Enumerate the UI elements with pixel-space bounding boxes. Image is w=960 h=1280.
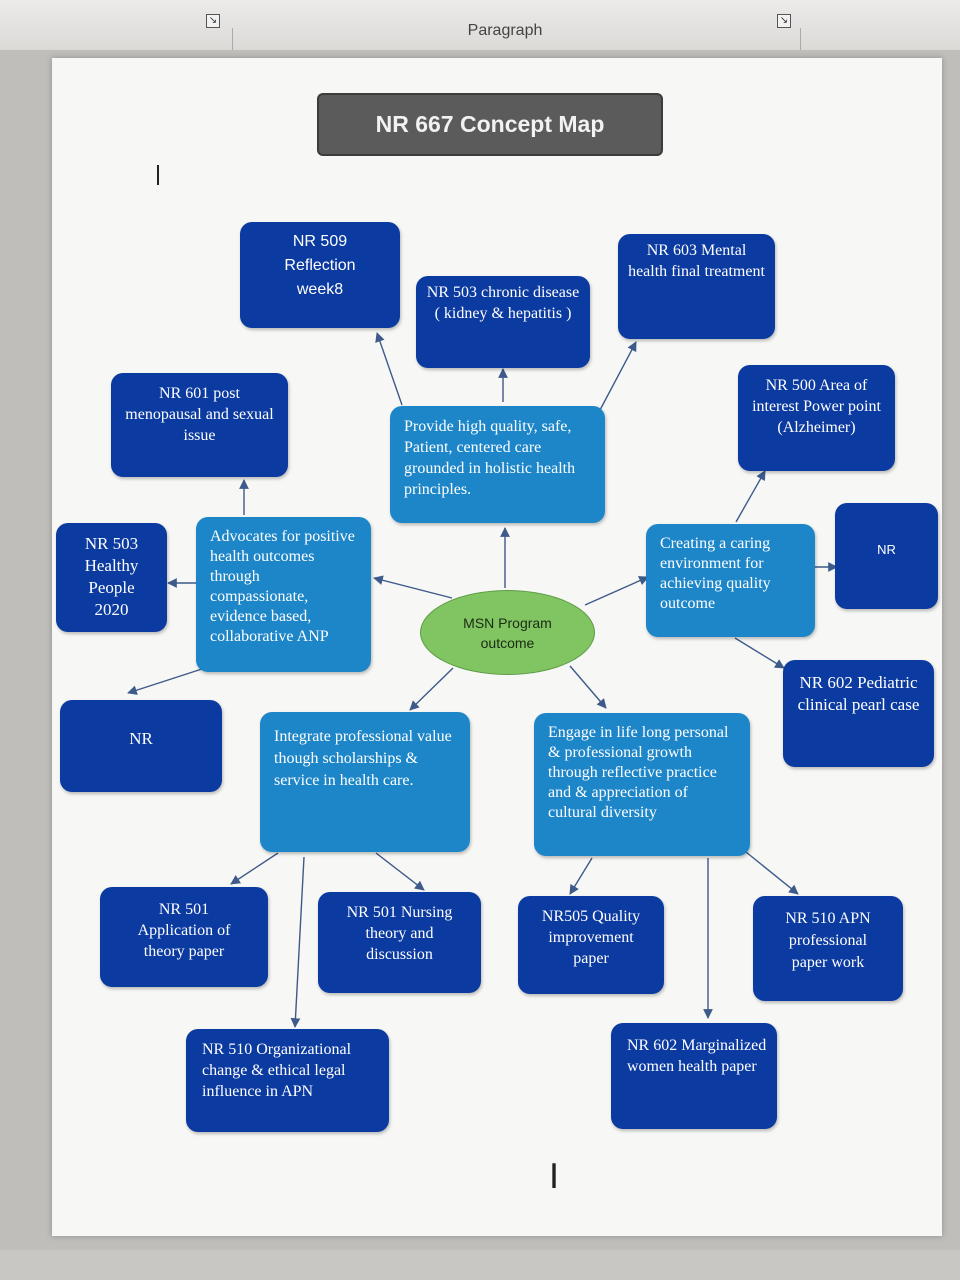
course-nr601: NR 601 post menopausal and sexual issue — [111, 373, 288, 477]
course-nr603-text: NR 603 Mental health final treatment — [628, 242, 765, 280]
outcome-advocates-text: Advocates for positive health outcomes t… — [210, 528, 355, 645]
outcome-quality-care: Provide high quality, safe, Patient, cen… — [390, 406, 605, 523]
course-nr509-text: NR 509 Reflection week8 — [284, 233, 356, 298]
outcome-caring-environment: Creating a caring environment for achiev… — [646, 524, 815, 637]
outcome-advocates: Advocates for positive health outcomes t… — [196, 517, 371, 672]
course-nr602-pediatric: NR 602 Pediatric clinical pearl case — [783, 660, 934, 767]
course-nr-right: NR — [835, 503, 938, 609]
course-nr602-marginalized-text: NR 602 Marginalized women health paper — [627, 1037, 767, 1075]
course-nr505: NR505 Quality improvement paper — [518, 896, 664, 994]
course-nr501-nursing: NR 501 Nursing theory and discussion — [318, 892, 481, 993]
course-nr503-healthy-text: NR 503 Healthy People 2020 — [84, 534, 139, 619]
course-nr510-apn-text: NR 510 APN professional paper work — [785, 910, 871, 971]
course-nr503-chronic-text: NR 503 chronic disease ( kidney & hepati… — [426, 284, 580, 322]
course-nr510-organizational-text: NR 510 Organizational change & ethical l… — [202, 1041, 352, 1100]
outcome-integrate-text: Integrate professional value though scho… — [274, 728, 452, 789]
paragraph-dialog-launcher-icon[interactable]: ↘ — [777, 14, 791, 28]
outcome-lifelong-text: Engage in life long personal & professio… — [548, 724, 729, 821]
outcome-lifelong: Engage in life long personal & professio… — [534, 713, 750, 856]
course-nr501-application-text: NR 501 Application of theory paper — [137, 901, 231, 960]
course-nr503-healthy: NR 503 Healthy People 2020 — [56, 523, 167, 632]
course-nr601-text: NR 601 post menopausal and sexual issue — [125, 385, 274, 444]
course-nr505-text: NR505 Quality improvement paper — [541, 908, 641, 967]
ribbon-separator — [232, 28, 233, 50]
course-nr503-chronic: NR 503 chronic disease ( kidney & hepati… — [416, 276, 590, 368]
dialog-launcher-icon[interactable]: ↘ — [206, 14, 220, 28]
course-nr-left: NR — [60, 700, 222, 792]
ribbon-separator — [800, 28, 801, 50]
course-nr509: NR 509 Reflection week8 — [240, 222, 400, 328]
course-nr603: NR 603 Mental health final treatment — [618, 234, 775, 339]
course-nr500: NR 500 Area of interest Power point (Alz… — [738, 365, 895, 471]
course-nr-left-text: NR — [129, 729, 153, 748]
outcome-caring-environment-text: Creating a caring environment for achiev… — [660, 535, 771, 612]
course-nr-right-text: NR — [877, 542, 896, 557]
course-nr501-application: NR 501 Application of theory paper — [100, 887, 268, 987]
course-nr510-organizational: NR 510 Organizational change & ethical l… — [186, 1029, 389, 1132]
ribbon-group-label: Paragraph — [467, 22, 543, 39]
center-node: MSN Program outcome — [420, 590, 595, 675]
course-nr500-text: NR 500 Area of interest Power point (Alz… — [752, 377, 881, 436]
concept-map-title: NR 667 Concept Map — [317, 93, 663, 156]
course-nr602-pediatric-text: NR 602 Pediatric clinical pearl case — [797, 673, 920, 714]
outcome-quality-care-text: Provide high quality, safe, Patient, cen… — [404, 418, 576, 498]
text-insertion-cursor — [157, 165, 159, 185]
course-nr602-marginalized: NR 602 Marginalized women health paper — [611, 1023, 777, 1129]
outcome-integrate: Integrate professional value though scho… — [260, 712, 470, 852]
course-nr501-nursing-text: NR 501 Nursing theory and discussion — [346, 904, 453, 963]
course-nr510-apn: NR 510 APN professional paper work — [753, 896, 903, 1001]
text-cursor-icon: I — [549, 1157, 560, 1197]
ribbon-bar: ↘ Paragraph ↘ — [0, 0, 960, 51]
